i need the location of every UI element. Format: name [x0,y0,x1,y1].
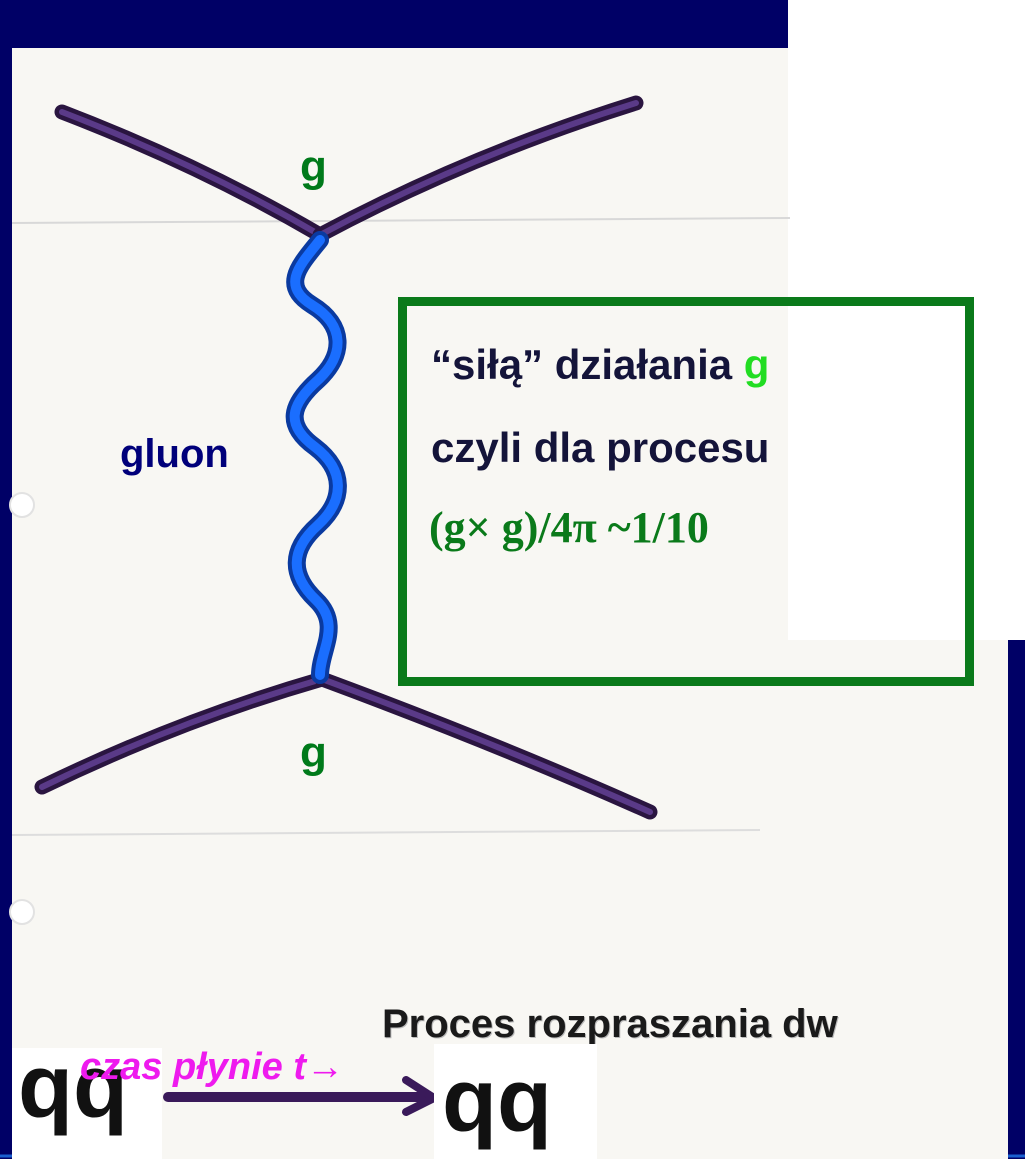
left-frame-strip [0,48,12,1159]
final-state-label: qq [442,1051,552,1151]
time-flow-label: czas płynie t→ [80,1046,344,1088]
initial-state-label: qq [18,1037,128,1137]
gluon-label: gluon [120,432,229,476]
info-line-formula: (g× g)/4π ~1/10 [429,503,709,552]
paper-fold-line [11,829,761,836]
quark-line-bottom-left-highlight [39,676,325,790]
final-state-box [434,1044,597,1159]
right-frame-strip [1008,640,1025,1159]
paper-punch-hole [9,492,35,518]
vertex-top-coupling-label: g [300,142,327,191]
info-line-coupling-symbol: g [743,341,770,388]
quark-line-bottom-right-highlight [319,676,653,815]
quark-line-top-right-highlight [317,100,639,238]
paper-fold-line [11,217,791,224]
paper-punch-hole [9,899,35,925]
gluon-propagator-highlight [289,235,343,680]
coupling-info-box: “siłą” działania g czyli dla procesu (g×… [398,297,974,686]
vertex-bottom-coupling-label: g [300,728,327,777]
info-line-process: czyli dla procesu [431,424,770,471]
quark-lines [34,95,658,820]
process-caption: Proces rozpraszania dw [382,1002,838,1046]
quark-line-top-left-highlight [59,109,323,238]
info-line-coupling-text: “siłą” działania [431,341,744,388]
info-line-coupling: “siłą” działania g [431,341,769,389]
initial-state-box [12,1048,162,1159]
